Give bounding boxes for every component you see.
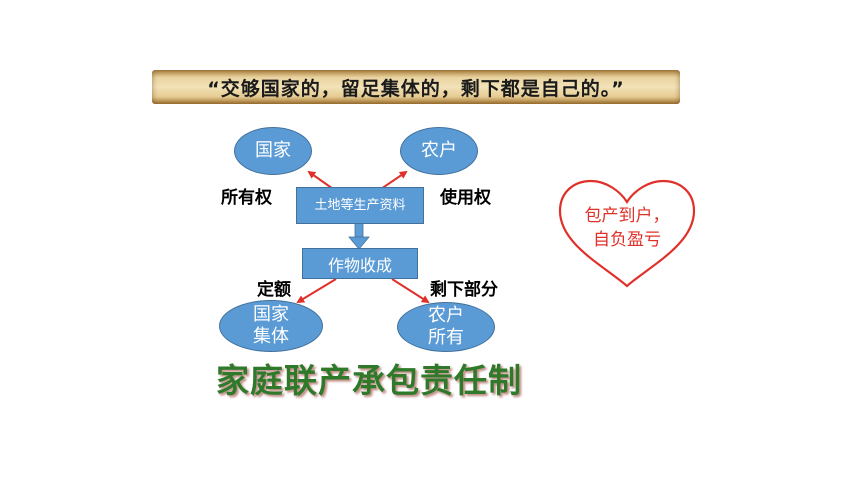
node-state-collective: 国家集体 xyxy=(219,300,323,352)
arrow-land-to-harvest xyxy=(348,222,370,250)
label-remainder: 剩下部分 xyxy=(430,280,498,300)
node-state-top: 国家 xyxy=(234,127,312,175)
quote-text: “交够国家的，留足集体的，剩下都是自己的。” xyxy=(207,77,625,100)
heart-icon xyxy=(558,179,696,288)
quote-banner: “交够国家的，留足集体的，剩下都是自己的。” xyxy=(152,70,680,104)
node-farmer-top: 农户 xyxy=(400,127,478,175)
heart-text: 包产到户， 自负盈亏 xyxy=(556,204,698,252)
system-title: 家庭联产承包责任制 xyxy=(216,361,522,400)
arrow-harvest-to-farmer-own xyxy=(391,278,430,304)
label-fixed-quota: 定额 xyxy=(257,280,291,300)
label-use-right: 使用权 xyxy=(440,188,491,208)
node-farmer-own: 农户所有 xyxy=(397,302,495,352)
node-land-means: 土地等生产资料 xyxy=(296,187,424,224)
heart-line-2: 自负盈亏 xyxy=(593,230,661,250)
arrow-harvest-to-state-collective xyxy=(296,278,337,304)
node-harvest: 作物收成 xyxy=(302,248,418,279)
heart-line-1: 包产到户， xyxy=(584,206,670,226)
label-ownership: 所有权 xyxy=(221,188,272,208)
